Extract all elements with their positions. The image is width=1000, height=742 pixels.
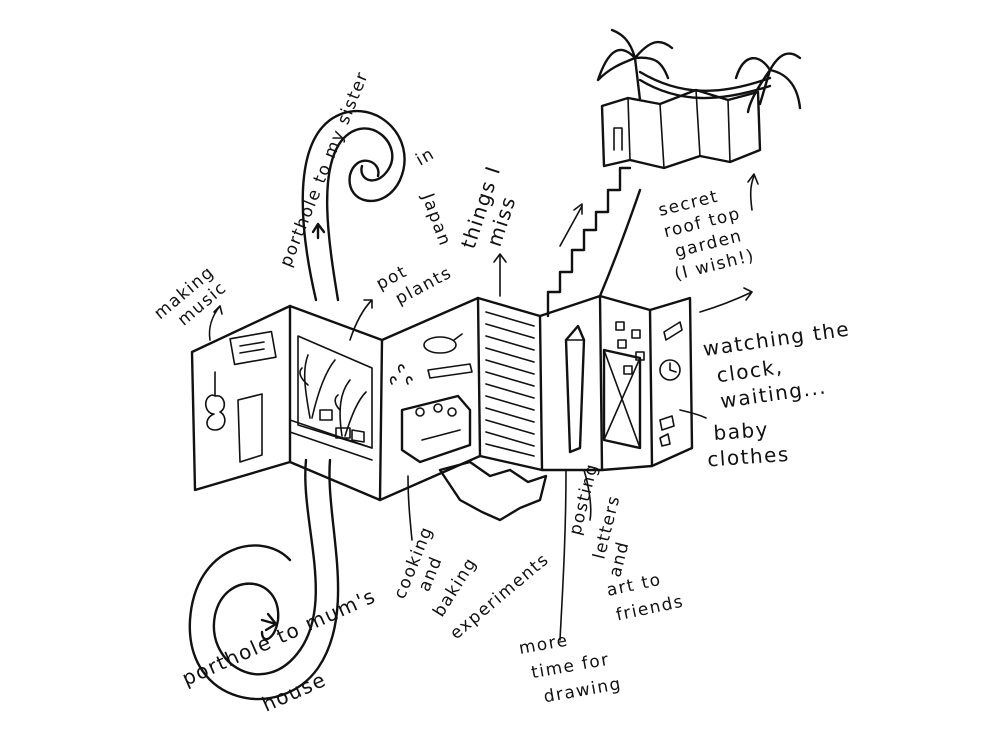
label-things-miss: things I miss [456,155,531,259]
arrow-roof-stairs [559,203,583,247]
label-porthole-sister-japan: Japan [417,190,455,249]
arrow-making-music [208,305,223,341]
line-posting [583,469,592,521]
arrow-baby-clothes [679,409,707,419]
rooftop-garden [596,28,802,170]
panel-clock [648,296,694,468]
label-roof-garden: secret roof top garden (I wish!) [656,181,760,285]
label-making-music: making music [150,258,236,339]
stair-to-roof [546,166,642,318]
arrow-watching-clock [699,287,753,313]
lower-spiral [188,458,340,701]
line-cooking [407,475,413,541]
panel-lined-wall [476,296,544,472]
label-porthole-sister: porthole to my sister [276,68,373,269]
label-watching-clock: watching the clock, waiting... [701,315,866,414]
panel-kitchen [378,296,548,522]
label-more-drawing: more time for drawing [517,623,623,710]
arrow-pot-plants [349,299,373,341]
label-pot-plants: pot plants [373,243,456,314]
line-drawing [559,469,567,641]
panel-drawing-room [538,294,654,472]
panel-music-room [190,304,292,492]
labels: making music porthole to my sister in Ja… [150,68,866,717]
arrow-things-miss [493,253,507,297]
panel-pot-plants [288,304,384,502]
upper-spiral [301,109,406,302]
label-baby-clothes: baby clothes [705,416,791,472]
arrow-roof-garden [747,173,759,211]
label-porthole-mum: porthole to mum's [178,583,379,690]
label-porthole-sister-in: in [413,144,439,171]
annotation-arrows [208,173,759,641]
label-porthole-mum-house: house [258,667,330,717]
